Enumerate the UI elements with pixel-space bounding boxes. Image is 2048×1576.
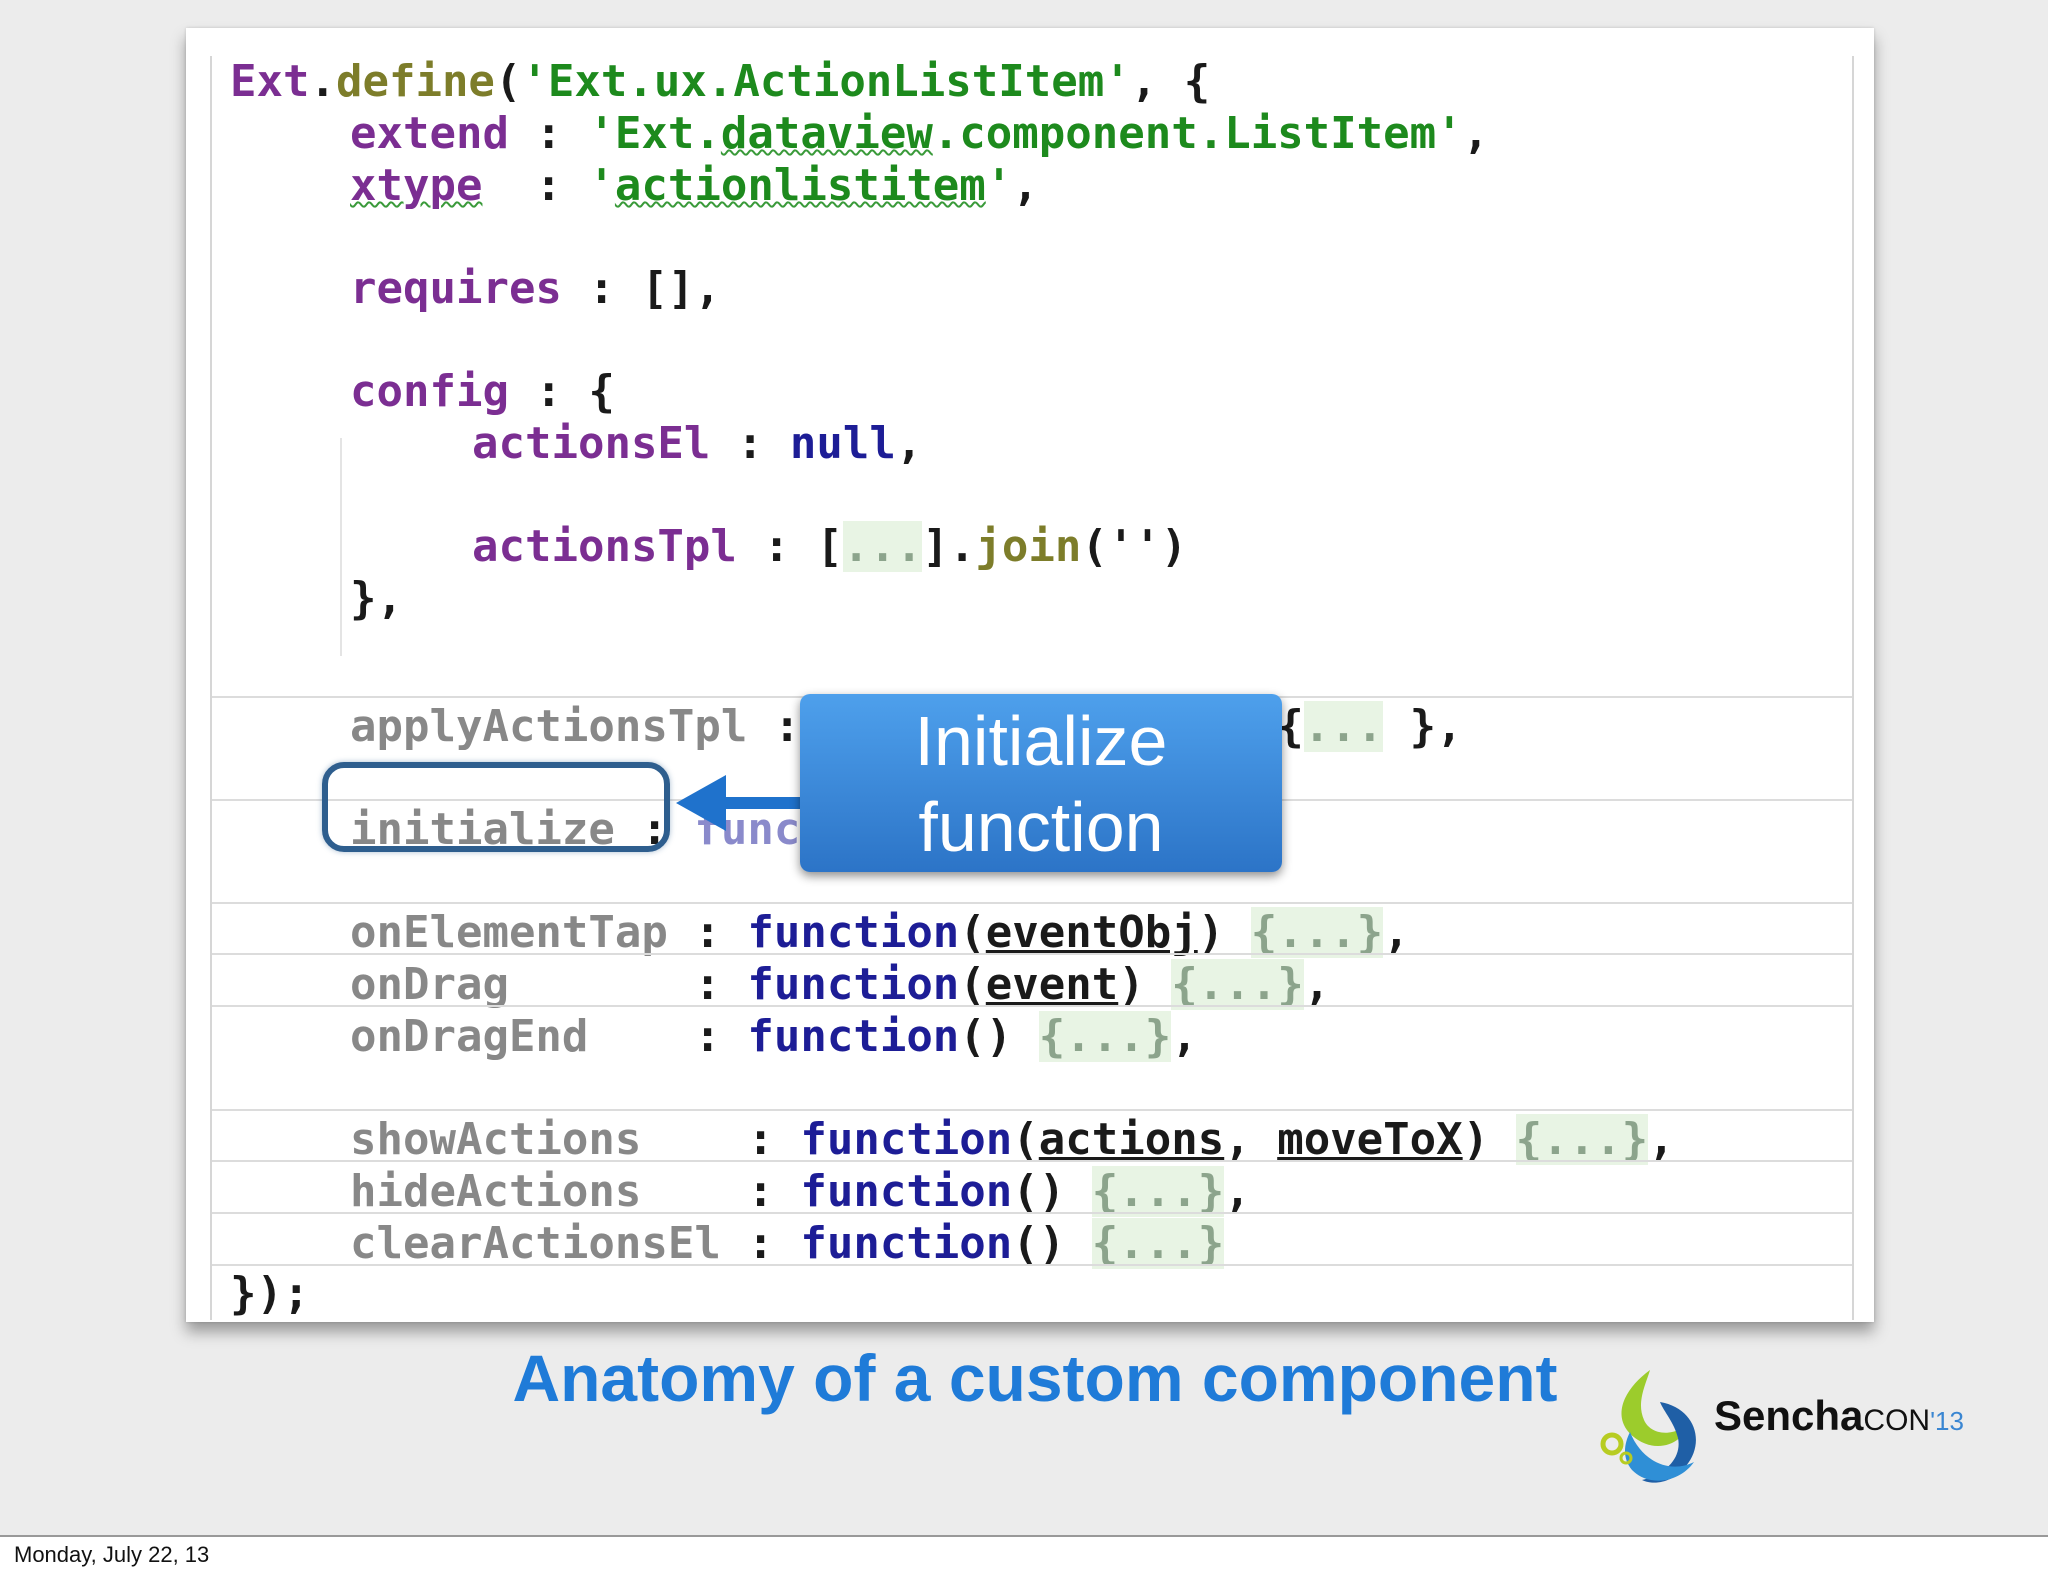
code-line-15: hideActions : function() {...}, <box>350 1166 1251 1217</box>
separator <box>212 1005 1852 1007</box>
code-line-13: onDragEnd : function() {...}, <box>350 1011 1198 1062</box>
callout-line-1: Initialize <box>914 702 1168 780</box>
code-line-12: onDrag : function(event) {...}, <box>350 959 1331 1010</box>
code-line-2: extend : 'Ext.dataview.component.ListIte… <box>350 108 1490 159</box>
logo-wordmark: SenchaCON'13 <box>1714 1392 1964 1439</box>
left-arrow-icon <box>676 775 804 831</box>
code-line-5: config : { <box>350 366 615 417</box>
separator <box>212 1264 1852 1266</box>
footer-divider <box>0 1535 2048 1537</box>
code-line-6: actionsEl : null, <box>472 418 923 469</box>
code-editor: Ext.define('Ext.ux.ActionListItem', { ex… <box>210 56 1854 1320</box>
code-line-14: showActions : function(actions, moveToX)… <box>350 1114 1675 1165</box>
code-line-4: requires : [], <box>350 263 721 314</box>
senchacon-logo: SenchaCON'13 <box>1590 1362 2020 1492</box>
separator <box>212 902 1852 904</box>
code-line-17: }); <box>230 1268 310 1319</box>
indent-guide <box>340 438 342 656</box>
separator <box>212 953 1852 955</box>
separator <box>212 1160 1852 1162</box>
code-line-7: actionsTpl : [...].join('') <box>472 521 1188 572</box>
callout-line-2: function <box>918 788 1164 866</box>
footer-date: Monday, July 22, 13 <box>14 1542 210 1567</box>
slide-caption: Anatomy of a custom component <box>512 1341 1558 1415</box>
separator <box>212 1109 1852 1111</box>
separator <box>212 1212 1852 1214</box>
code-line-8: }, <box>350 573 403 624</box>
initialize-highlight-box <box>322 762 670 852</box>
code-line-3: xtype : 'actionlistitem', <box>350 160 1039 211</box>
code-line-1: Ext.define('Ext.ux.ActionListItem', { <box>230 56 1211 107</box>
slide: Ext.define('Ext.ux.ActionListItem', { ex… <box>0 0 2048 1535</box>
code-line-16: clearActionsEl : function() {...} <box>350 1218 1225 1269</box>
code-screenshot-panel: Ext.define('Ext.ux.ActionListItem', { ex… <box>186 28 1874 1322</box>
senchacon-logo-icon <box>1600 1370 1696 1483</box>
code-line-11: onElementTap : function(eventObj) {...}, <box>350 907 1410 958</box>
callout-initialize-function: Initialize function <box>800 694 1282 872</box>
